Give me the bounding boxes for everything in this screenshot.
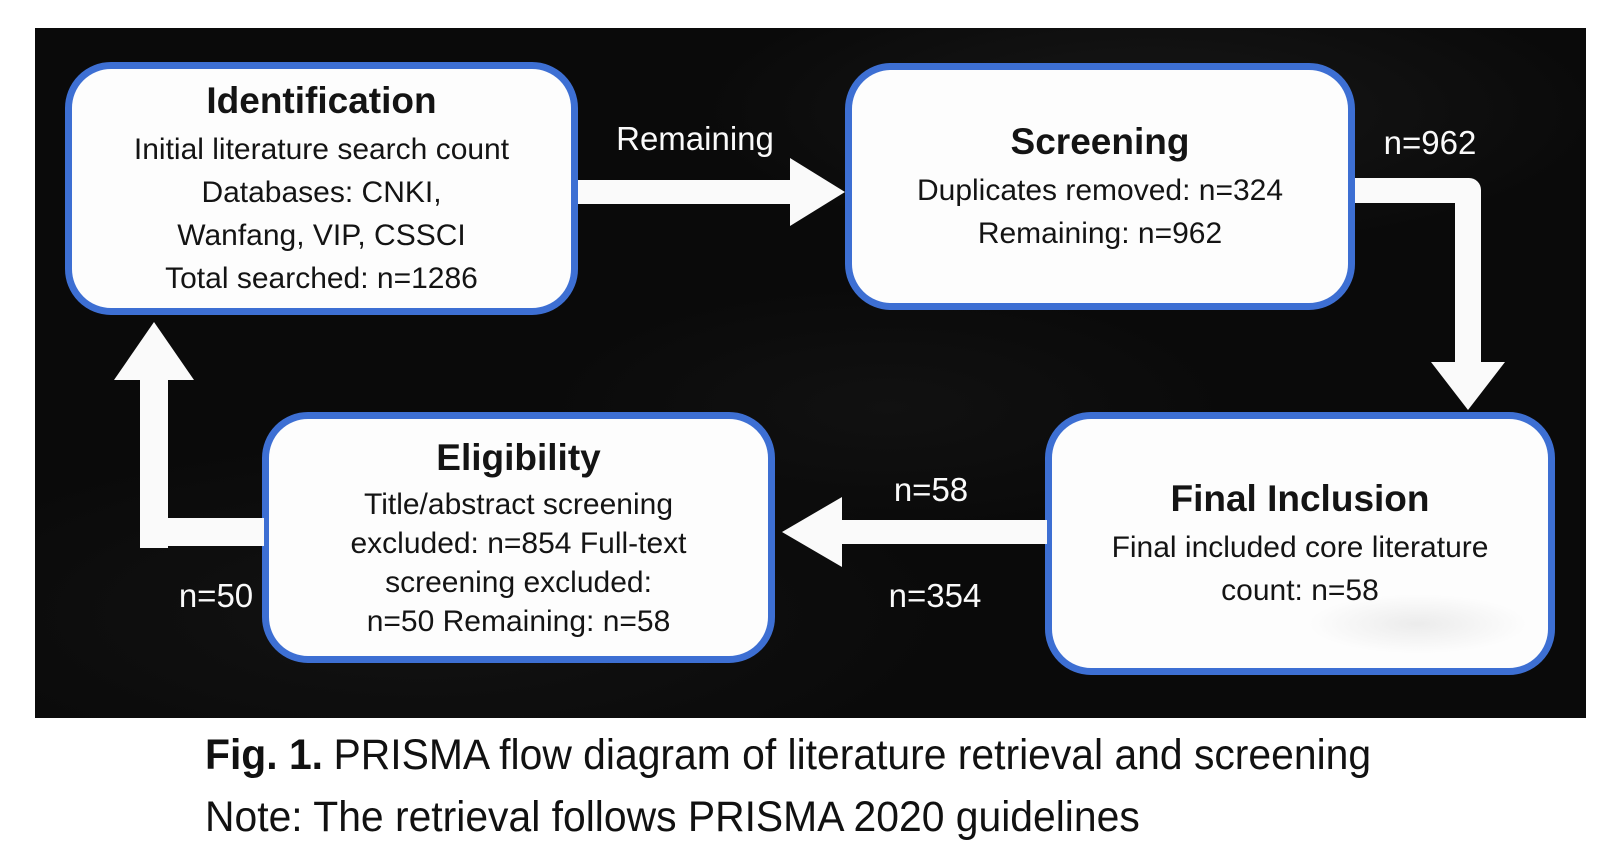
box-eligibility-line: excluded: n=854 Full-text [350, 527, 687, 560]
box-identification: Identification Initial literature search… [65, 62, 578, 315]
box-eligibility-title: Eligibility [436, 437, 601, 478]
box-final-inclusion: Final Inclusion Final included core lite… [1045, 412, 1555, 675]
arrow-final-to-eligibility-shaft [841, 520, 1047, 544]
label-remaining: Remaining [616, 120, 774, 157]
arrow-eligibility-to-identification-head [114, 322, 194, 380]
box-identification-line: Total searched: n=1286 [165, 262, 478, 295]
caption-fig-label: Fig. 1. [205, 731, 324, 779]
arrow-identification-to-screening-head [790, 158, 845, 226]
box-identification-line: Wanfang, VIP, CSSCI [177, 219, 466, 252]
label-n58: n=58 [893, 471, 969, 508]
box-final-inclusion-line: count: n=58 [1221, 574, 1379, 607]
box-eligibility-line: screening excluded: [385, 566, 652, 599]
box-identification-line: Initial literature search count [133, 133, 510, 166]
box-identification-line: Databases: CNKI, [201, 176, 442, 209]
box-screening-line: Duplicates removed: n=324 [916, 174, 1284, 207]
arrow-screening-to-final-vshaft [1455, 178, 1481, 366]
arrow-eligibility-to-identification-hshaft [140, 518, 264, 546]
caption-note: Note: The retrieval follows PRISMA 2020 … [205, 793, 1140, 841]
arrow-screening-to-final-head [1431, 362, 1505, 410]
box-eligibility-line: Title/abstract screening [363, 488, 674, 521]
diagram-canvas: Identification Initial literature search… [35, 28, 1586, 718]
figure-caption: Fig. 1.PRISMA flow diagram of literature… [205, 724, 1371, 848]
label-n50: n=50 [178, 577, 254, 614]
box-screening: Screening Duplicates removed: n=324 Rema… [845, 63, 1355, 310]
box-eligibility-line: n=50 Remaining: n=58 [366, 605, 671, 638]
box-final-inclusion-title: Final Inclusion [1170, 478, 1430, 519]
box-screening-title: Screening [1010, 121, 1190, 162]
box-screening-line: Remaining: n=962 [977, 217, 1223, 250]
label-n354: n=354 [888, 577, 982, 614]
arrow-identification-to-screening-shaft [578, 180, 792, 204]
box-final-inclusion-line: Final included core literature [1111, 531, 1489, 564]
box-eligibility: Eligibility Title/abstract screening exc… [262, 412, 775, 663]
box-identification-title: Identification [206, 80, 437, 121]
caption-fig-text: PRISMA flow diagram of literature retrie… [333, 731, 1372, 779]
arrow-final-to-eligibility-head [782, 497, 842, 567]
label-n962: n=962 [1383, 124, 1477, 161]
caption-line-1: Fig. 1.PRISMA flow diagram of literature… [205, 724, 1371, 786]
